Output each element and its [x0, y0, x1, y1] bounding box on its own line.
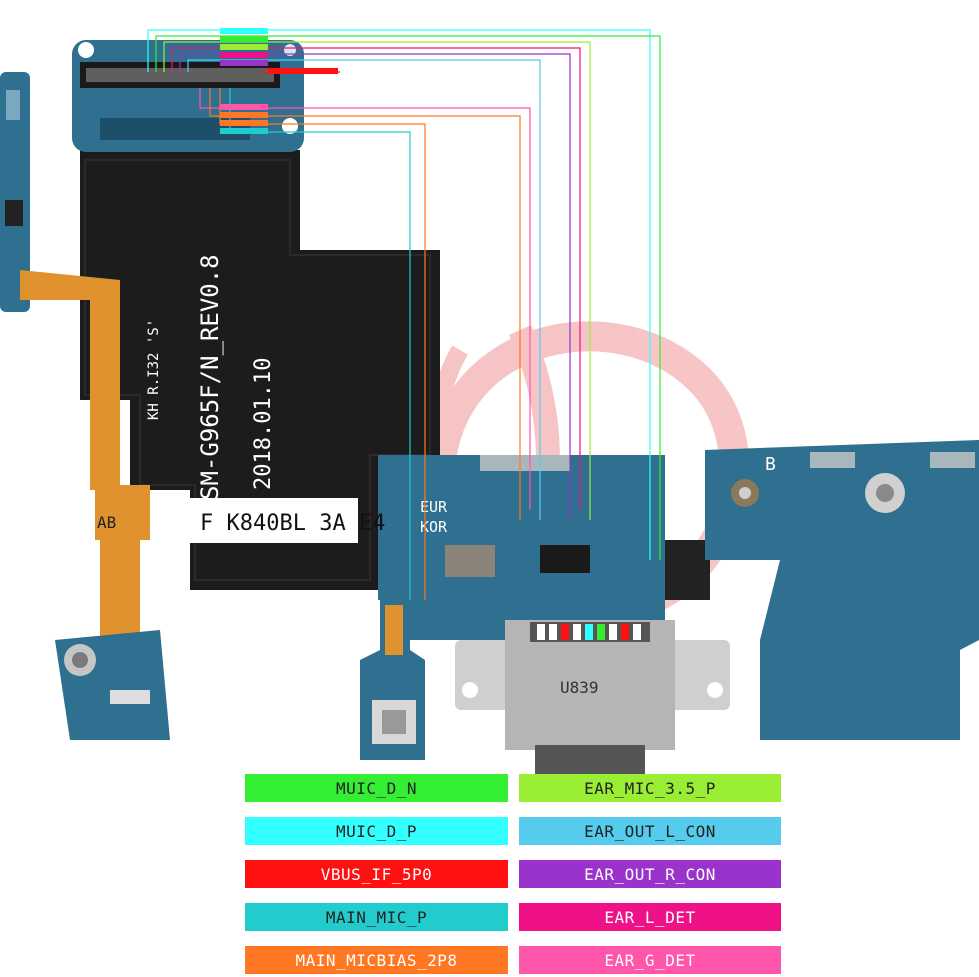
orange-flex [20, 270, 150, 640]
usb-c-pins [537, 624, 641, 640]
right-flex-cable [665, 540, 710, 600]
board-date-text: 2018.01.10 [251, 358, 276, 490]
left-strip [0, 72, 30, 312]
board-model-text: SM-G965F/N_REV0.8 [196, 254, 224, 500]
main-flex-cable [80, 150, 440, 590]
center-pcb [378, 455, 665, 640]
pad-markers [220, 28, 338, 134]
bottom-left-board [55, 630, 170, 740]
board-code-a-text: KH R.I32 'S' [146, 319, 162, 420]
board-code-b-label [188, 498, 358, 543]
usb-c-port [455, 620, 730, 775]
side-label-text: B [765, 454, 776, 475]
right-pcb [705, 440, 979, 740]
mic-board [360, 600, 425, 760]
region-kor-text: KOR [420, 518, 448, 536]
board-code-b-text: F K840BL 3A E4 [200, 511, 385, 536]
top-connector-board [72, 40, 304, 152]
region-eur-text: EUR [420, 498, 448, 516]
port-marking-text: U839 [560, 678, 599, 697]
flex-label-text: AB [97, 513, 116, 532]
